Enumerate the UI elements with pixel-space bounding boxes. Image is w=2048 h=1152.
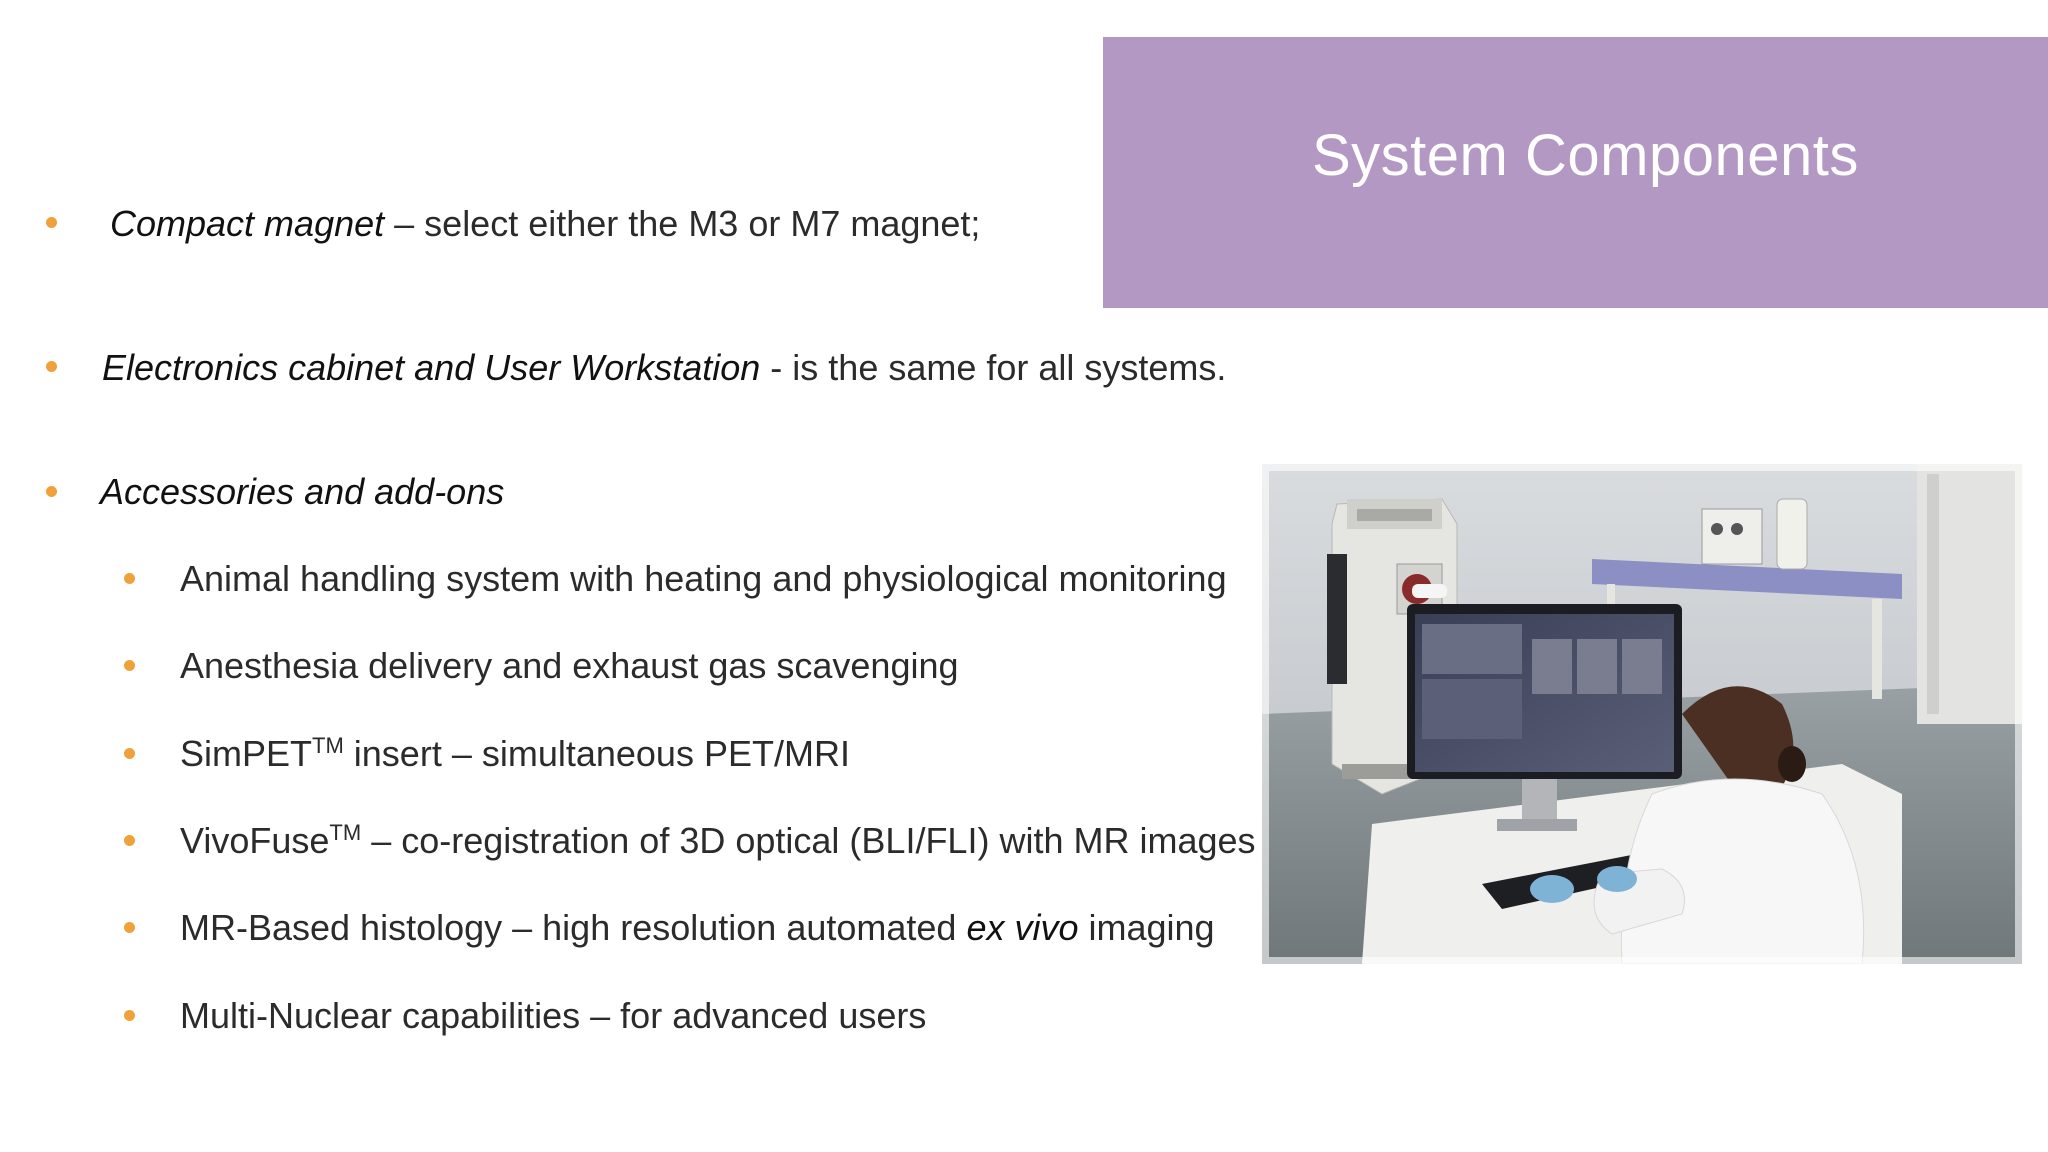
simpet-text: insert – simultaneous PET/MRI xyxy=(343,733,850,774)
slide-title: System Components xyxy=(1312,123,1859,188)
histology-text-end: imaging xyxy=(1078,907,1215,948)
sub-bullet-animal: Animal handling system with heating and … xyxy=(180,558,1227,599)
trademark-sup: TM xyxy=(329,820,362,845)
sub-bullet-simpet: SimPETTM insert – simultaneous PET/MRI xyxy=(180,732,850,776)
simpet-name: SimPET xyxy=(180,733,313,774)
bullet-accessories: Accessories and add-ons xyxy=(100,470,504,514)
bullet-text: - is the same for all systems. xyxy=(760,347,1227,388)
bullet-italic: Electronics cabinet and User Workstation xyxy=(102,347,761,388)
sub-bullet-dot xyxy=(124,835,135,846)
sub-bullet-vivofuse: VivoFuseTM – co-registration of 3D optic… xyxy=(180,819,1256,863)
bullet-electronics: Electronics cabinet and User Workstation… xyxy=(102,346,1226,390)
bullet-italic: Compact magnet xyxy=(110,203,385,244)
bullet-compact-magnet: Compact magnet – select either the M3 or… xyxy=(110,202,980,246)
vivofuse-text: – co-registration of 3D optical (BLI/FLI… xyxy=(361,820,1256,861)
bullet-dot xyxy=(46,217,57,228)
sub-bullet-histology: MR-Based histology – high resolution aut… xyxy=(180,906,1215,950)
bullet-dot xyxy=(46,361,57,372)
histology-italic: ex vivo xyxy=(966,907,1079,948)
sub-bullet-dot xyxy=(124,748,135,759)
bullet-text: – select either the M3 or M7 magnet; xyxy=(384,203,981,244)
histology-text: MR-Based histology – high resolution aut… xyxy=(180,907,967,948)
sub-bullet-dot xyxy=(124,660,135,671)
lab-workstation-photo xyxy=(1262,464,2022,964)
sub-bullet-anesthesia: Anesthesia delivery and exhaust gas scav… xyxy=(180,645,959,686)
vivofuse-name: VivoFuse xyxy=(180,820,330,861)
bullet-italic: Accessories and add-ons xyxy=(100,471,505,512)
title-banner xyxy=(1103,37,2048,308)
sub-bullet-multinuclear: Multi-Nuclear capabilities – for advance… xyxy=(180,995,927,1036)
trademark-sup: TM xyxy=(312,733,344,758)
photo-illustration xyxy=(1262,464,2022,964)
sub-bullet-dot xyxy=(124,1010,135,1021)
bullet-dot xyxy=(46,486,57,497)
sub-bullet-dot xyxy=(124,922,135,933)
sub-bullet-dot xyxy=(124,573,135,584)
